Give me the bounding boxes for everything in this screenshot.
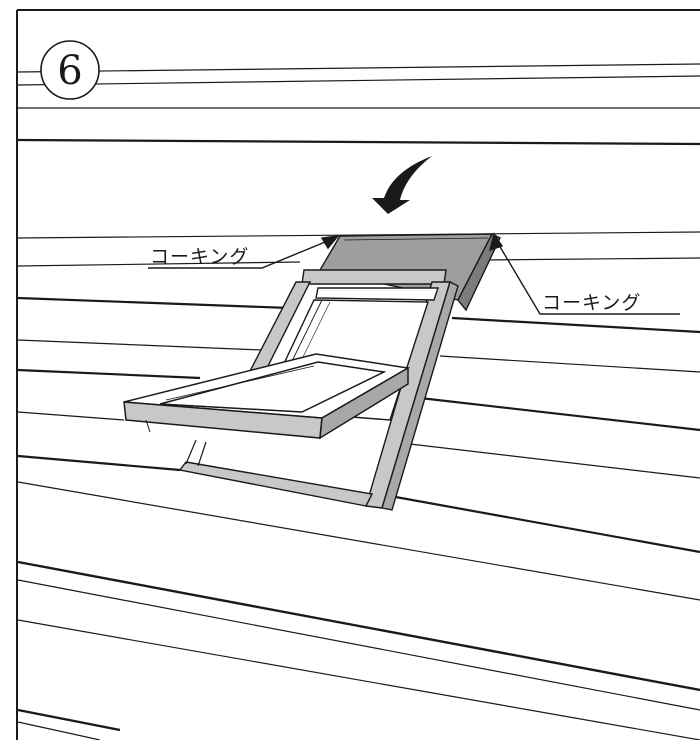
caulking-leaders [148,232,680,315]
curved-down-arrow-icon [372,156,432,214]
frame-border [16,9,700,740]
step-number: 6 [57,48,82,94]
window-sash-open [123,353,411,440]
step-number-badge: 6 [40,40,100,100]
caulking-label-left: コーキング [150,246,249,268]
roof-planks [17,63,700,740]
caulking-label-right: コーキング [542,292,641,314]
